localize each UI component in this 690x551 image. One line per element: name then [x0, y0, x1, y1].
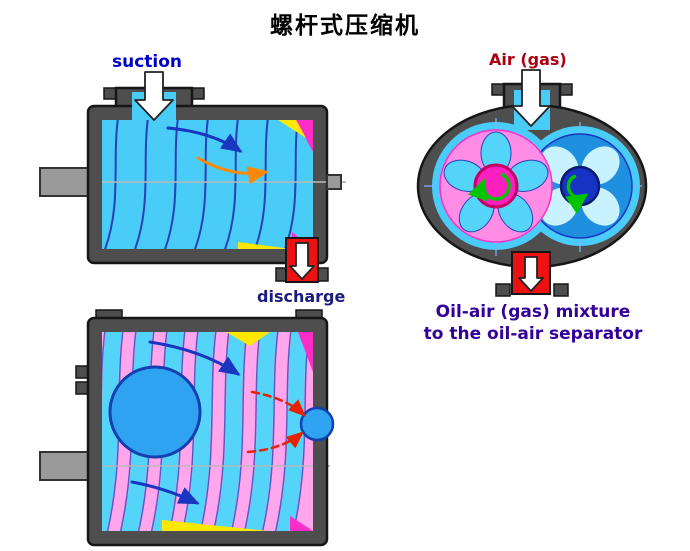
gas-flow-arrow-orange: [196, 156, 269, 184]
female-rotor: [439, 129, 553, 243]
air-inlet-arrow: [511, 69, 551, 127]
screw-flight-lines: [103, 120, 299, 249]
end-view-machine: [416, 69, 648, 297]
mixture-caption: Oil-air (gas) mixture to the oil-air sep…: [402, 301, 664, 345]
side-view-suction-machine: [39, 71, 346, 283]
oil-sliver-magenta-top-2: [298, 332, 313, 372]
mixture-outlet-arrow: [518, 256, 544, 292]
discharge-label: discharge: [257, 287, 346, 306]
flow-arrow-red-dashed-lower: [246, 431, 304, 454]
air-inlet-flange-right: [559, 83, 573, 96]
flow-arrow-red-dashed-upper: [250, 390, 306, 417]
discharge-flow-arrow: [289, 242, 315, 280]
suction-label: suction: [112, 52, 183, 72]
mixture-caption-line2: to the oil-air separator: [423, 324, 643, 345]
oil-sliver-yellow-bottom-2: [162, 520, 268, 531]
mixture-caption-line1: Oil-air (gas) mixture: [435, 302, 631, 322]
air-gas-label: Air (gas): [489, 50, 567, 69]
flow-arrow-blue-upper: [148, 340, 241, 376]
male-rotor-rotation-arrow: [565, 174, 589, 214]
outlet-flange-right: [553, 283, 569, 297]
page-title: 螺杆式压缩机: [270, 13, 420, 39]
female-rotor-rotation-arrow: [468, 172, 511, 202]
outlet-flange-left: [495, 283, 511, 297]
oil-sliver-magenta-bottom-2: [290, 516, 313, 531]
oil-sliver-yellow-top: [278, 120, 306, 138]
air-inlet-flange-left: [491, 83, 505, 96]
shaft-stub-right: [326, 174, 342, 190]
oil-sliver-yellow-top-2: [226, 332, 270, 346]
oil-sliver-yellow-bottom: [238, 242, 292, 249]
flow-arrow-blue-lower: [130, 480, 200, 505]
gas-flow-arrow-blue: [166, 126, 243, 153]
side-view-compression-machine: [39, 309, 335, 547]
suction-flow-arrow: [134, 71, 174, 121]
casing-interior-gas: [102, 120, 313, 249]
rotor-end-circle-large: [108, 365, 202, 459]
discharge-valve-circle-small: [299, 406, 335, 442]
